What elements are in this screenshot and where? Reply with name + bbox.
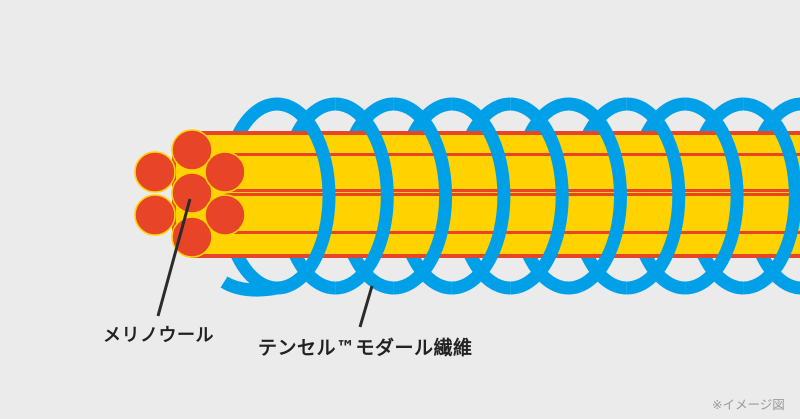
fiber-end-circle xyxy=(134,151,176,193)
fiber-end-circle xyxy=(171,129,213,171)
tencel-modal-label: テンセル™モダール繊維 xyxy=(258,337,473,359)
fiber-end-circle xyxy=(171,172,213,214)
merino-wool-label: メリノウール xyxy=(103,325,214,346)
tencel-leader-line xyxy=(358,285,374,328)
coil-loop-front xyxy=(509,97,569,295)
coil-loop-front xyxy=(393,97,453,295)
fiber-end-circle xyxy=(204,194,246,236)
image-note-label: ※イメージ図 xyxy=(712,397,785,412)
fiber-end-circle xyxy=(134,194,176,236)
coil-loop-front xyxy=(743,97,800,295)
coil-loop-front xyxy=(626,97,686,295)
merino-leader-line xyxy=(156,198,192,317)
coil-front-strands xyxy=(276,97,800,295)
fiber-cross-sections xyxy=(134,129,246,258)
coil-loop-front xyxy=(451,97,511,295)
coil-loop-front xyxy=(684,97,744,295)
coil-loop-front xyxy=(276,97,336,295)
coil-loop-front xyxy=(568,97,627,295)
fiber-end-circle xyxy=(204,151,246,193)
coil-loop-front xyxy=(334,97,394,295)
merino-wool-core xyxy=(172,131,800,258)
